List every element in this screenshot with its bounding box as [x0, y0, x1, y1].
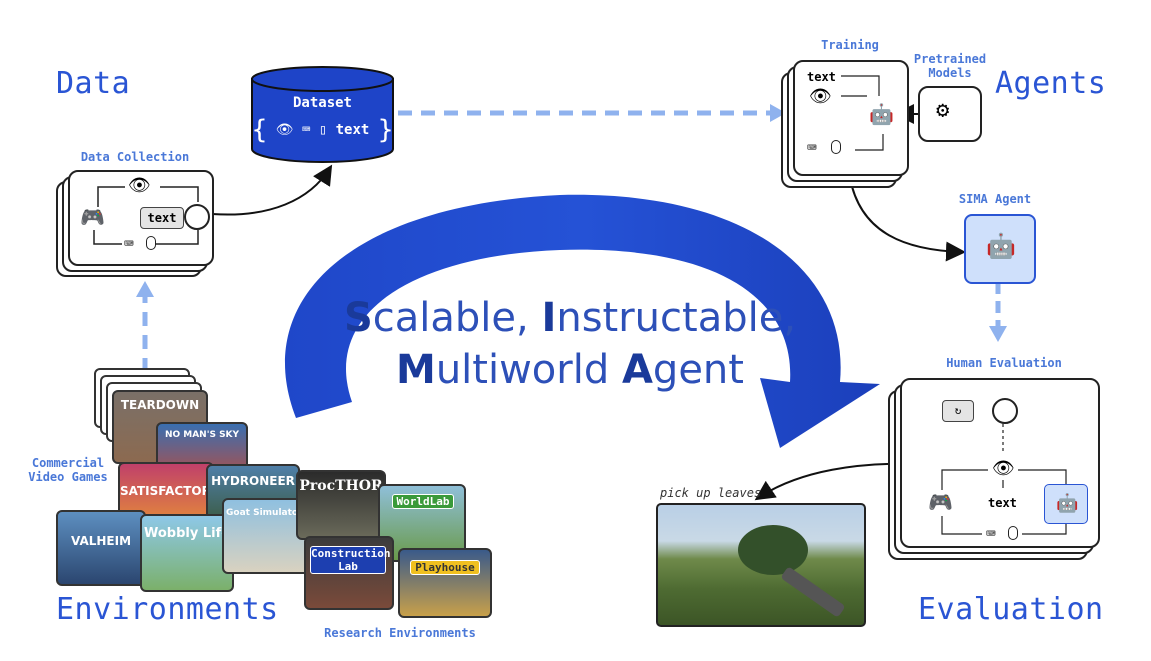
keyboard-icon: ⌨ — [986, 524, 996, 543]
construction-label: Construction Lab — [310, 546, 391, 574]
eye-icon: 👁 — [809, 86, 832, 107]
eye-icon: 👁 — [128, 175, 151, 196]
data-section-title: Data — [56, 66, 131, 101]
gears-icon: ⚙ — [936, 98, 950, 123]
instruction-text: pick up leaves — [660, 486, 762, 500]
center-cap-m: M — [396, 347, 436, 393]
pretrained-label-line1: Pretrained — [913, 52, 987, 66]
mouse-icon — [146, 236, 156, 250]
gamepad-icon: 🎮 — [928, 490, 953, 514]
center-word-scalable: calable, — [372, 295, 542, 341]
center-word-agent: gent — [652, 347, 744, 393]
center-title-line1: Scalable, Instructable, — [330, 292, 810, 344]
tree-shape — [738, 525, 808, 575]
dataset-cylinder-shape — [251, 66, 394, 163]
robot-icon: 🤖 — [869, 102, 894, 126]
playhouse-label: Playhouse — [410, 560, 480, 575]
dataset-text-modality: text — [335, 122, 370, 138]
satisfactory-label: SATISFACTORY — [120, 484, 214, 498]
wobbly-label: Wobbly Life — [143, 526, 231, 541]
game-tile-wobbly: Wobbly Life — [140, 514, 234, 592]
human-eval-card: ↻ 👁 🎮 text 🤖 ⌨ — [900, 378, 1100, 548]
human-face-icon — [992, 398, 1018, 424]
pretrained-models-box: ⚙ — [918, 86, 982, 142]
center-word-instructable: nstructable, — [556, 295, 797, 341]
collection-to-dataset-arrow — [211, 164, 333, 216]
commercial-label-line1: Commercial — [31, 456, 105, 470]
hydroneer-label: HYDRONEER — [211, 474, 295, 488]
environments-section-title: Environments — [56, 592, 279, 627]
gamepad-icon: 🎮 — [80, 205, 105, 229]
env-tile-procthor: ProcTHOR — [296, 470, 386, 540]
pretrained-label-line2: Models — [928, 66, 972, 80]
mouse-icon: ▯ — [318, 122, 328, 138]
eye-icon: 👁 — [275, 122, 294, 138]
eye-icon: 👁 — [992, 458, 1015, 479]
data-collection-card: 👁 🎮 text ⌨ — [68, 170, 214, 266]
env-tile-playhouse: Playhouse — [398, 548, 492, 618]
center-word-multiworld: ultiworld — [435, 347, 622, 393]
teardown-label: TEARDOWN — [120, 398, 200, 412]
data-collection-loop — [93, 186, 199, 245]
game-screenshot — [656, 503, 866, 627]
commercial-games-label: Commercial Video Games — [18, 456, 118, 484]
data-collection-text-box: text — [140, 207, 184, 229]
robot-icon: 🤖 — [986, 232, 1016, 260]
mouse-icon — [1008, 526, 1018, 540]
env-tile-construction: Construction Lab — [304, 536, 394, 610]
commercial-label-line2: Video Games — [28, 470, 108, 484]
sima-agent-box: 🤖 — [964, 214, 1036, 284]
research-environments-label: Research Environments — [324, 626, 476, 640]
agents-section-title: Agents — [995, 66, 1107, 101]
training-card: text 👁 🤖 ⌨ — [793, 60, 909, 176]
dataset-modalities: { 👁 ⌨ ▯ text } — [250, 115, 395, 145]
keyboard-icon: ⌨ — [124, 234, 134, 253]
worldlab-label: WorldLab — [392, 494, 454, 509]
training-label: Training — [821, 38, 879, 52]
game-tile-valheim: VALHEIM — [56, 510, 146, 586]
human-eval-flow — [941, 424, 1067, 535]
data-collection-label: Data Collection — [80, 150, 190, 164]
nomanssky-label: NO MAN'S SKY — [164, 430, 240, 440]
robot-icon: 🤖 — [1056, 493, 1079, 514]
center-title: Scalable, Instructable, Multiworld Agent — [330, 292, 810, 396]
pretrained-label: Pretrained Models — [905, 52, 995, 80]
dataset-cylinder: Dataset { 👁 ⌨ ▯ text } — [250, 65, 395, 165]
goat-label: Goat Simulator 3 — [226, 508, 312, 518]
human-evaluation-label: Human Evaluation — [946, 356, 1062, 370]
left-brace: { — [251, 115, 268, 145]
robot-box: 🤖 — [1044, 484, 1088, 524]
valheim-label: VALHEIM — [70, 534, 132, 548]
center-title-line2: Multiworld Agent — [330, 344, 810, 396]
human-face-icon — [184, 204, 210, 230]
training-text: text — [807, 70, 836, 84]
keyboard-icon: ⌨ — [301, 122, 311, 138]
speech-bubble-icon: ↻ — [942, 400, 974, 422]
center-cap-i: I — [541, 295, 557, 341]
right-brace: } — [377, 115, 394, 145]
cycle-arrow — [284, 194, 881, 448]
dataset-title: Dataset — [292, 95, 352, 111]
keyboard-icon: ⌨ — [807, 138, 817, 157]
center-cap-a: A — [621, 347, 653, 393]
center-cap-s: S — [343, 295, 373, 341]
mouse-icon — [831, 140, 841, 154]
human-eval-text: text — [988, 496, 1017, 510]
training-flow-lines — [841, 75, 884, 151]
sima-agent-label: SIMA Agent — [958, 192, 1032, 206]
training-to-sima-arrow — [849, 177, 966, 262]
player-arm — [780, 566, 846, 618]
evaluation-section-title: Evaluation — [918, 592, 1104, 627]
procthor-label: ProcTHOR — [299, 478, 383, 494]
